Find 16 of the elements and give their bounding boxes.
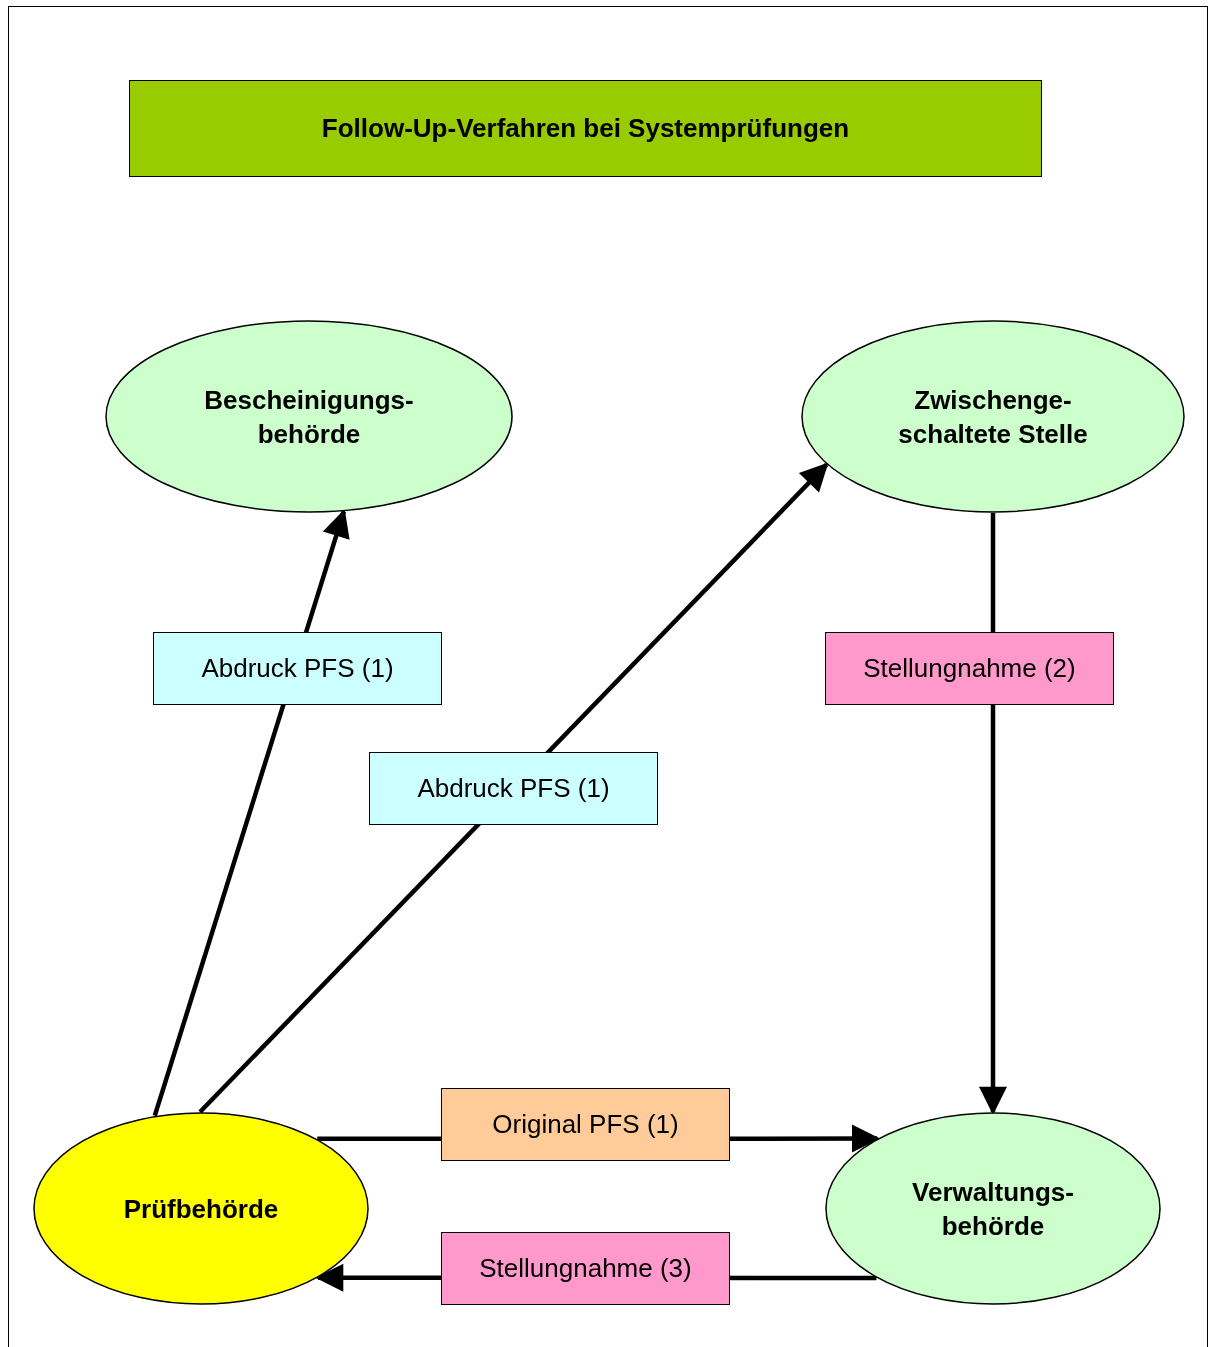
- node-label: Verwaltungs- behörde: [911, 1175, 1075, 1243]
- title-banner: Follow-Up-Verfahren bei Systemprüfungen: [129, 80, 1042, 177]
- ellipse-node: [801, 320, 1185, 513]
- node-label: Bescheinigungs- behörde: [203, 383, 415, 451]
- ellipse-node: [105, 320, 513, 513]
- edge-label: Original PFS (1): [441, 1088, 730, 1161]
- arrow: [979, 513, 1007, 1115]
- ellipse-node: [825, 1112, 1161, 1305]
- node-label: Prüfbehörde: [122, 1192, 280, 1226]
- arrow: [198, 462, 829, 1114]
- ellipse-node: [33, 1112, 369, 1305]
- node-label: Zwischenge- schaltete Stelle: [897, 383, 1089, 451]
- edge-label: Stellungnahme (2): [825, 632, 1114, 705]
- edge-label: Abdruck PFS (1): [153, 632, 442, 705]
- edge-label: Abdruck PFS (1): [369, 752, 658, 825]
- edge-label: Stellungnahme (3): [441, 1232, 730, 1305]
